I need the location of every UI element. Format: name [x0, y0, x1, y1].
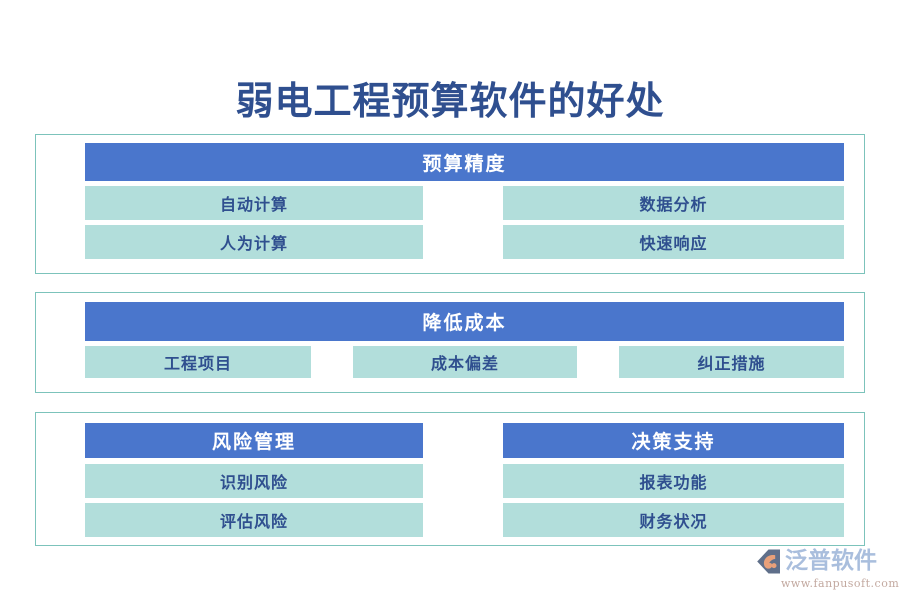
section-header-budget-accuracy: 预算精度: [85, 143, 844, 181]
item-box[interactable]: 数据分析: [503, 186, 844, 220]
watermark-logo: 泛普软件 www.fanpusoft.com: [755, 546, 900, 592]
section-card-budget-accuracy: 预算精度 自动计算 数据分析 人为计算 快速响应: [35, 134, 865, 274]
section-card-risk-and-decision: 风险管理 决策支持 识别风险 报表功能 评估风险 财务状况: [35, 412, 865, 546]
item-box[interactable]: 财务状况: [503, 503, 844, 537]
item-box[interactable]: 工程项目: [85, 346, 311, 378]
item-box[interactable]: 报表功能: [503, 464, 844, 498]
item-box[interactable]: 评估风险: [85, 503, 423, 537]
item-box[interactable]: 快速响应: [503, 225, 844, 259]
item-box[interactable]: 成本偏差: [353, 346, 577, 378]
watermark-url: www.fanpusoft.com: [781, 577, 900, 590]
item-box[interactable]: 人为计算: [85, 225, 423, 259]
item-box[interactable]: 自动计算: [85, 186, 423, 220]
item-box[interactable]: 纠正措施: [619, 346, 844, 378]
watermark-brand-row: 泛普软件: [755, 546, 895, 576]
section-header-risk-management: 风险管理: [85, 423, 423, 458]
page-title: 弱电工程预算软件的好处: [235, 78, 665, 123]
fanpu-logo-icon: [755, 548, 782, 575]
item-box[interactable]: 识别风险: [85, 464, 423, 498]
watermark-brand-text: 泛普软件: [785, 547, 877, 574]
section-card-cost-reduction: 降低成本 工程项目 成本偏差 纠正措施: [35, 292, 865, 393]
section-header-decision-support: 决策支持: [503, 423, 844, 458]
section-header-cost-reduction: 降低成本: [85, 302, 844, 341]
